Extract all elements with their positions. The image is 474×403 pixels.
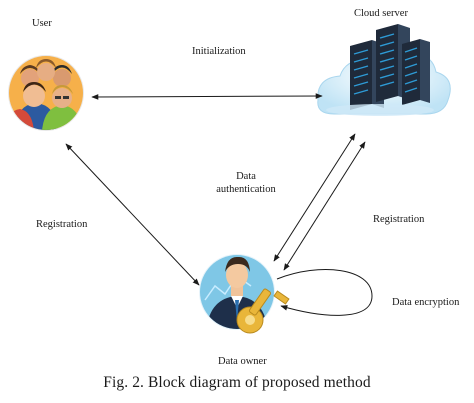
key-icon <box>236 288 290 334</box>
arrow-registration-left <box>65 143 200 286</box>
registration-right-label: Registration <box>373 214 425 225</box>
user-group-icon <box>8 55 84 131</box>
figure-caption: Fig. 2. Block diagram of proposed method <box>103 374 371 391</box>
arrows <box>65 93 373 316</box>
arrow-initialization <box>91 93 323 100</box>
data-owner-label: Data owner <box>218 356 267 367</box>
initialization-label: Initialization <box>192 46 246 57</box>
arrow-registration-right <box>283 141 366 271</box>
cloud-server-icon <box>317 24 451 116</box>
user-label: User <box>32 18 52 29</box>
data-auth-label-line2: authentication <box>216 184 276 195</box>
arrow-data-encryption <box>276 269 373 316</box>
arrow-data-authentication <box>273 133 356 262</box>
cloud-server-label: Cloud server <box>354 8 408 19</box>
registration-left-label: Registration <box>36 219 88 230</box>
data-encryption-label: Data encryption <box>392 297 460 308</box>
data-owner-key-icon <box>199 254 290 334</box>
data-auth-label-line1: Data <box>236 171 256 182</box>
